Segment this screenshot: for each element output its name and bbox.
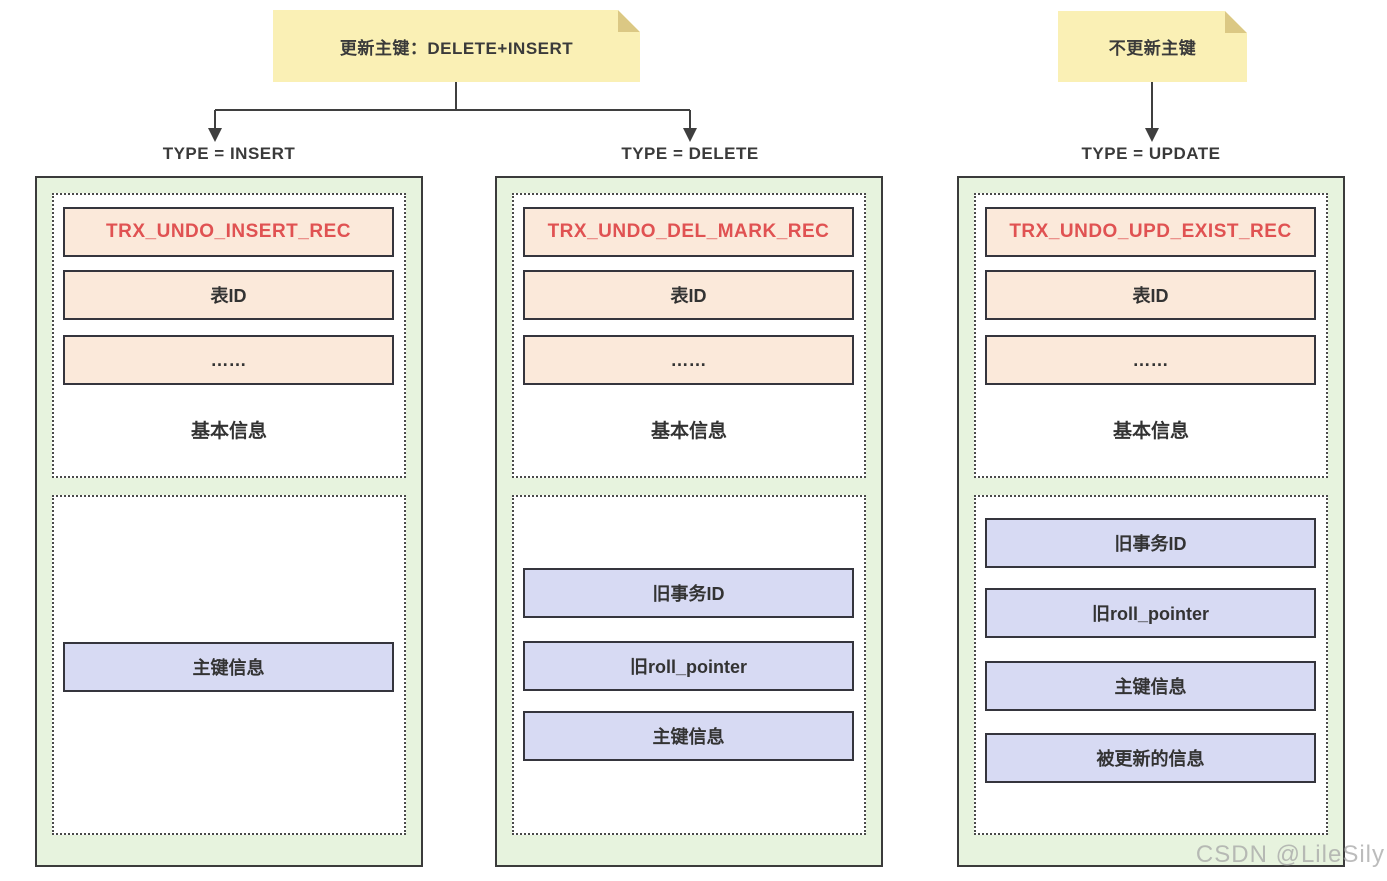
update-panel: TRX_UNDO_UPD_EXIST_REC 表ID …… 基本信息 旧事务ID… [957,176,1345,867]
arrowhead-down-icon [1145,128,1159,142]
old-trx-id-cell: 旧事务ID [985,518,1316,568]
updated-info-cell: 被更新的信息 [985,733,1316,783]
primary-key-section: 旧事务ID 旧roll_pointer 主键信息 被更新的信息 [974,495,1328,835]
ellipsis-cell: …… [63,335,394,385]
record-type-cell: TRX_UNDO_INSERT_REC [63,207,394,257]
arrowhead-down-icon [208,128,222,142]
branch-connector-lines [208,82,1159,142]
primary-key-cell: 主键信息 [523,711,854,761]
ellipsis-cell: …… [523,335,854,385]
ellipsis-cell: …… [985,335,1316,385]
type-update-title: TYPE = UPDATE [1081,144,1221,163]
basic-info-label: 基本信息 [1112,421,1189,442]
primary-key-section: 旧事务ID 旧roll_pointer 主键信息 [512,495,866,835]
table-id-cell: 表ID [63,270,394,320]
basic-info-section: TRX_UNDO_UPD_EXIST_REC 表ID …… 基本信息 [974,193,1328,478]
old-roll-pointer-cell: 旧roll_pointer [523,641,854,691]
old-roll-pointer-cell: 旧roll_pointer [985,588,1316,638]
arrowhead-down-icon [683,128,697,142]
insert-panel: TRX_UNDO_INSERT_REC 表ID …… 基本信息 主键信息 [35,176,423,867]
basic-info-section: TRX_UNDO_INSERT_REC 表ID …… 基本信息 [52,193,406,478]
type-insert-title: TYPE = INSERT [162,144,296,163]
sticky-note-update-pk: 更新主键：DELETE+INSERT [273,10,640,82]
basic-info-section: TRX_UNDO_DEL_MARK_REC 表ID …… 基本信息 [512,193,866,478]
watermark: CSDN @LileSily [1195,841,1385,868]
record-type-cell: TRX_UNDO_DEL_MARK_REC [523,207,854,257]
old-trx-id-cell: 旧事务ID [523,568,854,618]
primary-key-cell: 主键信息 [63,642,394,692]
type-delete-title: TYPE = DELETE [621,144,759,163]
primary-key-section: 主键信息 [52,495,406,835]
sticky-note-keep-pk-label: 不更新主键 [1108,39,1197,58]
basic-info-label: 基本信息 [190,421,267,442]
table-id-cell: 表ID [985,270,1316,320]
sticky-note-keep-pk: 不更新主键 [1058,11,1247,82]
delete-panel: TRX_UNDO_DEL_MARK_REC 表ID …… 基本信息 旧事务ID … [495,176,883,867]
record-type-cell: TRX_UNDO_UPD_EXIST_REC [985,207,1316,257]
sticky-note-update-pk-label: 更新主键：DELETE+INSERT [339,38,574,58]
primary-key-cell: 主键信息 [985,661,1316,711]
basic-info-label: 基本信息 [650,421,727,442]
table-id-cell: 表ID [523,270,854,320]
